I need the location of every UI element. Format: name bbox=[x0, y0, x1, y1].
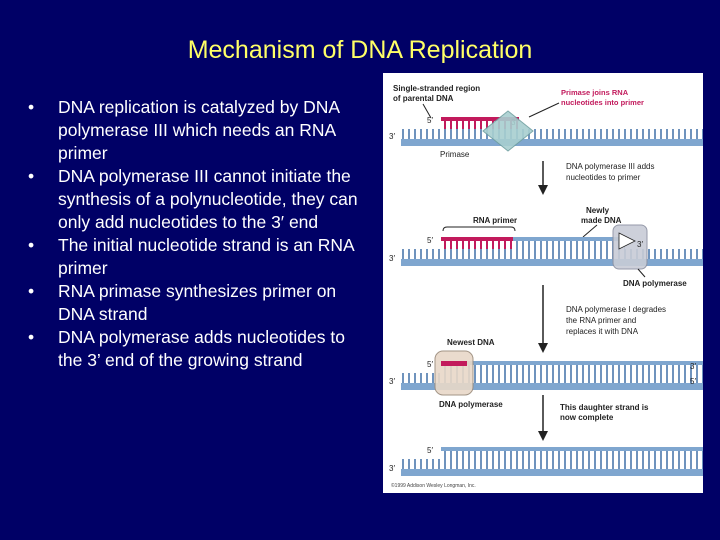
pointer-line bbox=[582, 224, 598, 238]
pointer-line bbox=[528, 102, 560, 118]
label-newly: Newly bbox=[586, 206, 610, 215]
bullet-text: RNA primase synthesizes primer on DNA st… bbox=[58, 281, 337, 324]
pointer-line bbox=[637, 268, 646, 278]
replication-figure: Single-stranded region of parental DNA P… bbox=[383, 73, 703, 493]
bullet-icon: • bbox=[28, 281, 35, 301]
rna-primer-remnant bbox=[441, 361, 467, 366]
pointer-line bbox=[422, 103, 432, 119]
caption-daughter-line2: now complete bbox=[560, 413, 614, 422]
slide-title: Mechanism of DNA Replication bbox=[187, 36, 533, 64]
label-dna-polymerase: DNA polymerase bbox=[623, 279, 687, 288]
bullet-list: • DNA replication is catalyzed by DNA pol… bbox=[28, 96, 363, 372]
bullet-text: The initial nucleotide strand is an RNA … bbox=[58, 235, 354, 278]
parental-ticks bbox=[401, 249, 703, 259]
parental-strand bbox=[401, 139, 703, 146]
label-single-stranded: Single-stranded region bbox=[393, 84, 480, 93]
label-5-prime: 5′ bbox=[427, 116, 433, 125]
caption-daughter-line1: This daughter strand is bbox=[560, 403, 649, 412]
polymerase-i-enzyme bbox=[434, 350, 474, 396]
label-5-prime: 5′ bbox=[427, 360, 433, 369]
caption-step2-line1: DNA polymerase I degrades bbox=[566, 305, 666, 314]
primer-bracket bbox=[442, 226, 516, 232]
primase-enzyme bbox=[482, 110, 534, 152]
bullet-icon: • bbox=[28, 97, 35, 117]
bullet-item: • DNA polymerase III cannot initiate the … bbox=[28, 165, 363, 234]
direction-arrow-icon bbox=[618, 232, 636, 250]
caption-step1-line1: DNA polymerase III adds bbox=[566, 162, 654, 171]
parental-ticks bbox=[401, 129, 703, 139]
rna-primer-ticks bbox=[441, 121, 519, 129]
daughter-strand bbox=[441, 447, 703, 451]
label-5-prime: 5′ bbox=[690, 377, 696, 386]
bullet-icon: • bbox=[28, 166, 35, 186]
down-arrow-icon bbox=[538, 431, 548, 441]
rna-primer-strand bbox=[441, 117, 519, 121]
parental-strand bbox=[401, 259, 703, 266]
label-rna-primer: RNA primer bbox=[473, 216, 517, 225]
bullet-text: DNA replication is catalyzed by DNA poly… bbox=[58, 97, 340, 163]
rna-primer-ticks bbox=[441, 241, 513, 249]
new-dna-strand bbox=[441, 361, 703, 365]
bullet-text: DNA polymerase adds nucleotides to the 3… bbox=[58, 327, 345, 370]
copyright-text: ©1999 Addison Wesley Longman, Inc. bbox=[391, 482, 476, 489]
caption-step1-line2: nucleotides to primer bbox=[566, 173, 641, 182]
bullet-text: DNA polymerase III cannot initiate the s… bbox=[58, 166, 358, 232]
bullet-icon: • bbox=[28, 235, 35, 255]
parental-ticks bbox=[401, 459, 703, 469]
label-made-dna: made DNA bbox=[581, 216, 622, 225]
label-3-prime: 3′ bbox=[690, 362, 696, 371]
parental-ticks bbox=[401, 373, 703, 383]
down-arrow-icon bbox=[538, 185, 548, 195]
label-3-prime: 3′ bbox=[389, 377, 395, 386]
new-dna-strand bbox=[513, 237, 625, 241]
bullet-icon: • bbox=[28, 327, 35, 347]
label-primase: Primase bbox=[440, 150, 470, 159]
label-3-prime: 3′ bbox=[637, 240, 643, 249]
parental-strand bbox=[401, 469, 703, 476]
label-parental: of parental DNA bbox=[393, 94, 454, 103]
label-3-prime: 3′ bbox=[389, 464, 395, 473]
new-dna-ticks bbox=[513, 241, 625, 249]
label-dna-polymerase: DNA polymerase bbox=[439, 400, 503, 409]
label-primase-joins: Primase joins RNA bbox=[561, 88, 629, 97]
caption-step2-line3: replaces it with DNA bbox=[566, 327, 639, 336]
caption-step2-line2: the RNA primer and bbox=[566, 316, 636, 325]
bullet-item: • DNA polymerase adds nucleotides to the … bbox=[28, 326, 363, 372]
bullet-item: • DNA replication is catalyzed by DNA pol… bbox=[28, 96, 363, 165]
label-newest-dna: Newest DNA bbox=[447, 338, 495, 347]
label-3-prime: 3′ bbox=[389, 132, 395, 141]
rna-primer-strand bbox=[441, 237, 513, 241]
label-3-prime: 3′ bbox=[389, 254, 395, 263]
label-5-prime: 5′ bbox=[427, 236, 433, 245]
daughter-ticks bbox=[441, 451, 703, 459]
label-5-prime: 5′ bbox=[427, 446, 433, 455]
down-arrow-icon bbox=[538, 343, 548, 353]
parental-strand bbox=[401, 383, 703, 390]
new-dna-ticks bbox=[441, 365, 703, 373]
bullet-item: • RNA primase synthesizes primer on DNA s… bbox=[28, 280, 363, 326]
bullet-item: • The initial nucleotide strand is an RNA… bbox=[28, 234, 363, 280]
label-into-primer: nucleotides into primer bbox=[561, 98, 644, 107]
replication-diagram: Single-stranded region of parental DNA P… bbox=[389, 84, 703, 489]
